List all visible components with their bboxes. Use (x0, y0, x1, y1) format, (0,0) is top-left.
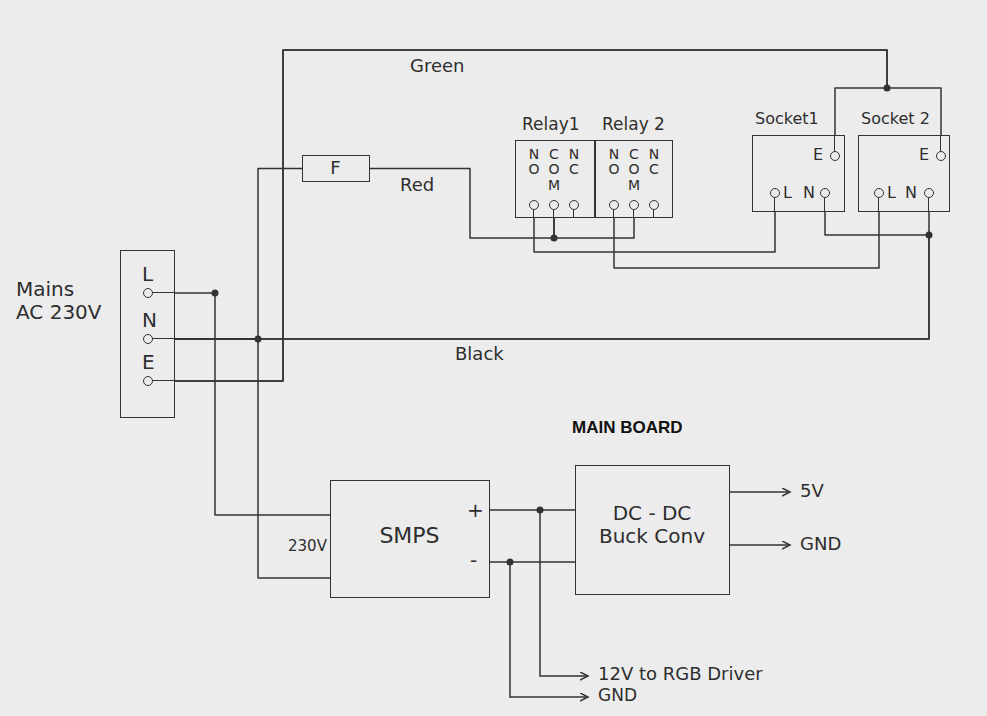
pin-name: N (803, 184, 815, 202)
wire (490, 509, 575, 511)
pin-circle (143, 334, 153, 344)
wire (554, 218, 634, 238)
wire-stub (774, 198, 775, 211)
pin-circle (629, 200, 639, 210)
pin-name: NO (607, 147, 621, 178)
wire-stub (553, 210, 554, 217)
box-title: DC - DC Buck Conv (590, 502, 714, 548)
wire (534, 212, 775, 252)
pin-name: E (142, 351, 155, 374)
pin-name: L (783, 184, 792, 202)
pin-circle (649, 200, 659, 210)
wire-stub (613, 210, 614, 217)
wire (490, 561, 575, 563)
socket-heading: Socket1 (755, 110, 819, 128)
relay-heading: Relay1 (522, 115, 580, 135)
wire-stub (533, 210, 534, 217)
wire-colour: Red (400, 175, 434, 196)
pin-circle (143, 288, 153, 298)
pin-circle (874, 188, 884, 198)
pin-name: NC (567, 147, 581, 178)
terminal-block: LNE (120, 250, 175, 418)
output-arrow (730, 544, 790, 546)
signal-name: 5V (800, 481, 824, 502)
pin-name: L (142, 263, 153, 286)
wire-colour: Green (410, 56, 465, 77)
pin-name: L (887, 184, 896, 202)
junction-dot (884, 85, 891, 92)
wire-stub (940, 136, 941, 151)
wire (175, 50, 941, 381)
fuse-label: F (303, 158, 368, 179)
wire-stub (834, 136, 835, 151)
signal-name: GND (598, 686, 637, 706)
relay-box: Relay 2NOCOMNC (595, 140, 673, 218)
pin-circle (609, 200, 619, 210)
wire (175, 293, 330, 515)
pin-name: N (905, 184, 917, 202)
socket-box: Socket1ELN (752, 135, 845, 212)
output-wire (510, 562, 588, 697)
converter-box: DC - DC Buck Conv (575, 465, 730, 595)
pin-circle (820, 188, 830, 198)
wire (175, 50, 887, 381)
voltage-label: 230V (288, 538, 327, 555)
wire-stub (573, 210, 574, 217)
wire-stub (878, 198, 879, 211)
signal-name: 12V to RGB Driver (598, 664, 763, 685)
pin-name: COM (627, 147, 641, 193)
wire (175, 339, 330, 578)
junction-dot (551, 235, 558, 242)
wire-stub (153, 380, 174, 381)
junction-dot (255, 336, 262, 343)
pin-name: E (813, 146, 823, 164)
pin-name: E (919, 146, 929, 164)
junction-dot (926, 232, 933, 239)
wire-stub (824, 198, 825, 211)
box-title: SMPS (331, 523, 488, 548)
wire-stub (928, 198, 929, 211)
wire (175, 212, 929, 339)
wire (370, 169, 554, 239)
wire (614, 212, 879, 268)
pin-name: N (142, 309, 157, 332)
wire-stub (633, 210, 634, 217)
board-title: MAIN BOARD (572, 418, 683, 438)
pin-name: NO (527, 147, 541, 178)
pin-circle (569, 200, 579, 210)
smps-box: SMPS+ - (330, 480, 490, 598)
pin-circle (549, 200, 559, 210)
pin-name: COM (547, 147, 561, 193)
pin-circle (529, 200, 539, 210)
junction-dot (212, 290, 219, 297)
mains-label: Mains AC 230V (16, 278, 106, 324)
socket-box: Socket 2ELN (858, 135, 950, 212)
output-wire (540, 510, 588, 676)
wire-stub (153, 338, 174, 339)
pin-circle (936, 151, 946, 161)
wire-stub (153, 292, 174, 293)
pin-circle (924, 188, 934, 198)
fuse-box: F (302, 155, 370, 182)
relay-heading: Relay 2 (602, 115, 665, 135)
wire-stub (653, 210, 654, 217)
pin-circle (830, 151, 840, 161)
terminal-sign: + (467, 499, 484, 522)
output-arrow (730, 491, 790, 493)
wire-colour: Black (455, 344, 504, 365)
terminal-sign: - (470, 549, 477, 572)
pin-circle (770, 188, 780, 198)
pin-name: NC (647, 147, 661, 178)
signal-name: GND (800, 534, 841, 555)
wire (175, 212, 929, 339)
socket-heading: Socket 2 (861, 110, 930, 128)
pin-circle (143, 376, 153, 386)
relay-box: Relay1NOCOMNC (515, 140, 595, 218)
